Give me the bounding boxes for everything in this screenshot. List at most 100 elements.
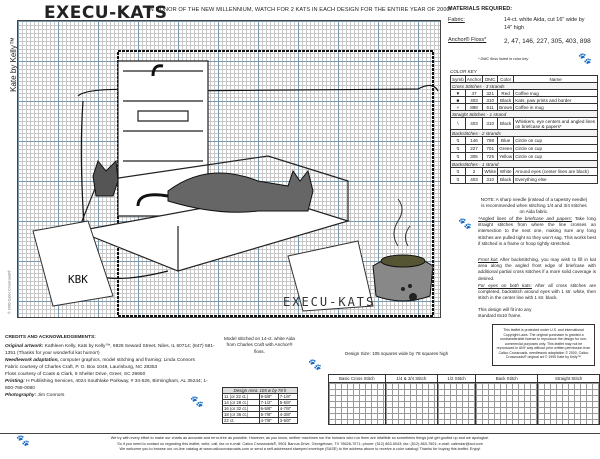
credit-line: Needlework adaptation, computer graphics…: [5, 358, 215, 365]
key-color: Brown: [497, 103, 515, 111]
key-name: Circle on cup: [513, 144, 598, 153]
credit-text: Jim Connors: [37, 392, 65, 398]
fabric-label: Fabric:: [448, 17, 465, 23]
key-dmc: 611: [482, 103, 499, 111]
size-row: 11 (or 22 ct.)9-5/8"7-1/8": [222, 393, 299, 400]
design-area-heading: Design Area: 105 w by 78 h: [222, 387, 298, 394]
key-anchor: 227: [464, 144, 484, 153]
size-row: 16 (or 32 ct.)6-5/8"4-7/8": [222, 405, 299, 412]
key-dmc: 310: [482, 175, 499, 184]
credits-heading: CREDITS AND ACKNOWLEDGEMENTS:: [5, 335, 96, 340]
size-row: 14 (or 28 ct.)7-1/2"5-5/8": [222, 399, 299, 406]
key-color: Blue: [497, 136, 515, 145]
briefcase: [75, 60, 351, 272]
key-sym: \: [450, 117, 466, 130]
key-dmc: White: [482, 167, 499, 176]
angled-note-text: Take long straight stitches from where t…: [478, 216, 596, 246]
key-name: Coffee mug: [513, 89, 598, 97]
paw-prints: [401, 284, 417, 301]
stitch-diagram: Basic Cross Stitch: [329, 375, 386, 424]
credit-label: Printing:: [5, 378, 25, 384]
credit-line: Fabric courtesy of Charles Craft, P. O. …: [5, 365, 215, 372]
angled-note-title: *Angled lines of the briefcase and paper…: [478, 216, 573, 221]
key-anchor: 47: [464, 89, 484, 97]
key-name: Whiskers, eye centers and angled lines o…: [513, 117, 598, 130]
stitch-diagram-title: Basic Cross Stitch: [329, 375, 385, 383]
key-color: Green: [497, 144, 515, 153]
floss-value: 2, 47, 146, 227, 305, 403, 898: [504, 38, 591, 45]
color-key-table: Symb Anchor DMC Color Name Cross Stitche…: [450, 75, 598, 184]
key-section-title: Backstitches - 2 strands: [450, 129, 598, 137]
key-section: Backstitches - 1 strand: [450, 160, 598, 168]
kat-left: [92, 64, 164, 197]
key-sym: ↯: [450, 175, 466, 184]
size-count: 22 ct.: [222, 417, 260, 424]
angled-note: *Angled lines of the briefcase and paper…: [478, 216, 596, 247]
side-copyright: © 2000 Calico Crossroads®: [7, 270, 12, 314]
front-kat-text: After backstitching, you may wish to fil…: [478, 257, 597, 281]
key-name: Kats, paw prints and border: [513, 96, 598, 104]
size-w: 4-7/8": [258, 417, 279, 424]
key-sym: ↯: [450, 144, 466, 153]
paw-print-icon: 🐾: [16, 435, 30, 447]
key-dmc: 725: [482, 152, 499, 161]
copyright-box: This leaflet is protected under U.S. and…: [492, 324, 595, 366]
col-header: DMC: [482, 75, 499, 83]
stitch-diagram-title: 1/2 Stitch: [438, 375, 475, 383]
paw-print-icon: 🐾: [308, 359, 322, 371]
key-dmc: 798: [482, 136, 499, 145]
credit-line: Original artwork: Kathleen Kelly, Kats b…: [5, 344, 215, 358]
key-name: Circle on cup: [513, 136, 598, 145]
floss-label: Anchor® Floss*: [448, 37, 487, 43]
key-anchor: 305: [464, 152, 484, 161]
stitch-grid: [438, 383, 475, 424]
credit-line: Photography: Jim Connors: [5, 393, 215, 400]
key-sym: ▼: [450, 89, 466, 97]
size-h: 3-5/8": [277, 417, 299, 424]
initials: KBK: [68, 273, 88, 286]
key-color: Black: [497, 117, 515, 130]
size-row: 22 ct.4-7/8"3-5/8": [222, 417, 299, 424]
key-name: Around eyes (center lines are black): [513, 167, 598, 176]
stitch-grid: [475, 383, 538, 424]
fabric-row: Fabric: 14-ct. white Aida, cut 16" wide …: [448, 17, 598, 37]
col-header: Color: [497, 75, 515, 83]
stitch-diagram: Straight Stitch: [538, 375, 599, 424]
key-sym: ×: [450, 103, 466, 111]
front-kat-note: Front kat: After backstitching, you may …: [478, 257, 596, 282]
paw-print-icon: 🐾: [190, 396, 204, 408]
stitch-grid: [385, 383, 438, 424]
design-size: Design Size: 105 squares wide by 78 squa…: [345, 351, 449, 356]
footer-line: So if you need to contact us regarding t…: [117, 441, 483, 446]
key-section-title: Cross Stitches - 3 strands: [450, 82, 598, 90]
footer-line: We try with every effort to make our cha…: [110, 436, 490, 440]
key-anchor: 403: [464, 117, 484, 130]
chart-drawing: KBK EXECU-KATS: [32, 50, 439, 317]
tagline: IN HONOR OF THE NEW MILLENNIUM, WATCH FO…: [148, 7, 452, 13]
key-section: Cross Stitches - 3 strands: [450, 82, 598, 90]
key-anchor: 403: [464, 175, 484, 184]
credit-label: Needlework adaptation,: [5, 357, 59, 363]
kat-right: [136, 169, 314, 213]
page-title: EXECU-KATS: [44, 3, 168, 23]
credits: CREDITS AND ACKNOWLEDGEMENTS: Original a…: [5, 335, 215, 400]
stitch-grid: [538, 383, 599, 424]
stitch-diagram-title: Back Stitch: [475, 375, 538, 383]
key-section: Backstitches - 2 strands: [450, 129, 598, 137]
size-row: 18 (or 36 ct.)5-7/8"4-3/8": [222, 411, 299, 418]
key-dmc: 310: [482, 117, 499, 130]
key-color: Red: [497, 89, 515, 97]
col-header: Anchor: [464, 75, 484, 83]
stitch-diagram-title: Straight Stitch: [538, 375, 599, 383]
key-sym: ↯: [450, 167, 466, 176]
stitch-grid: [329, 383, 385, 424]
credit-text: Kathleen Kelly, Kats by Kelly™, 6928 Sew…: [5, 343, 215, 356]
key-sym: ↯: [450, 136, 466, 145]
